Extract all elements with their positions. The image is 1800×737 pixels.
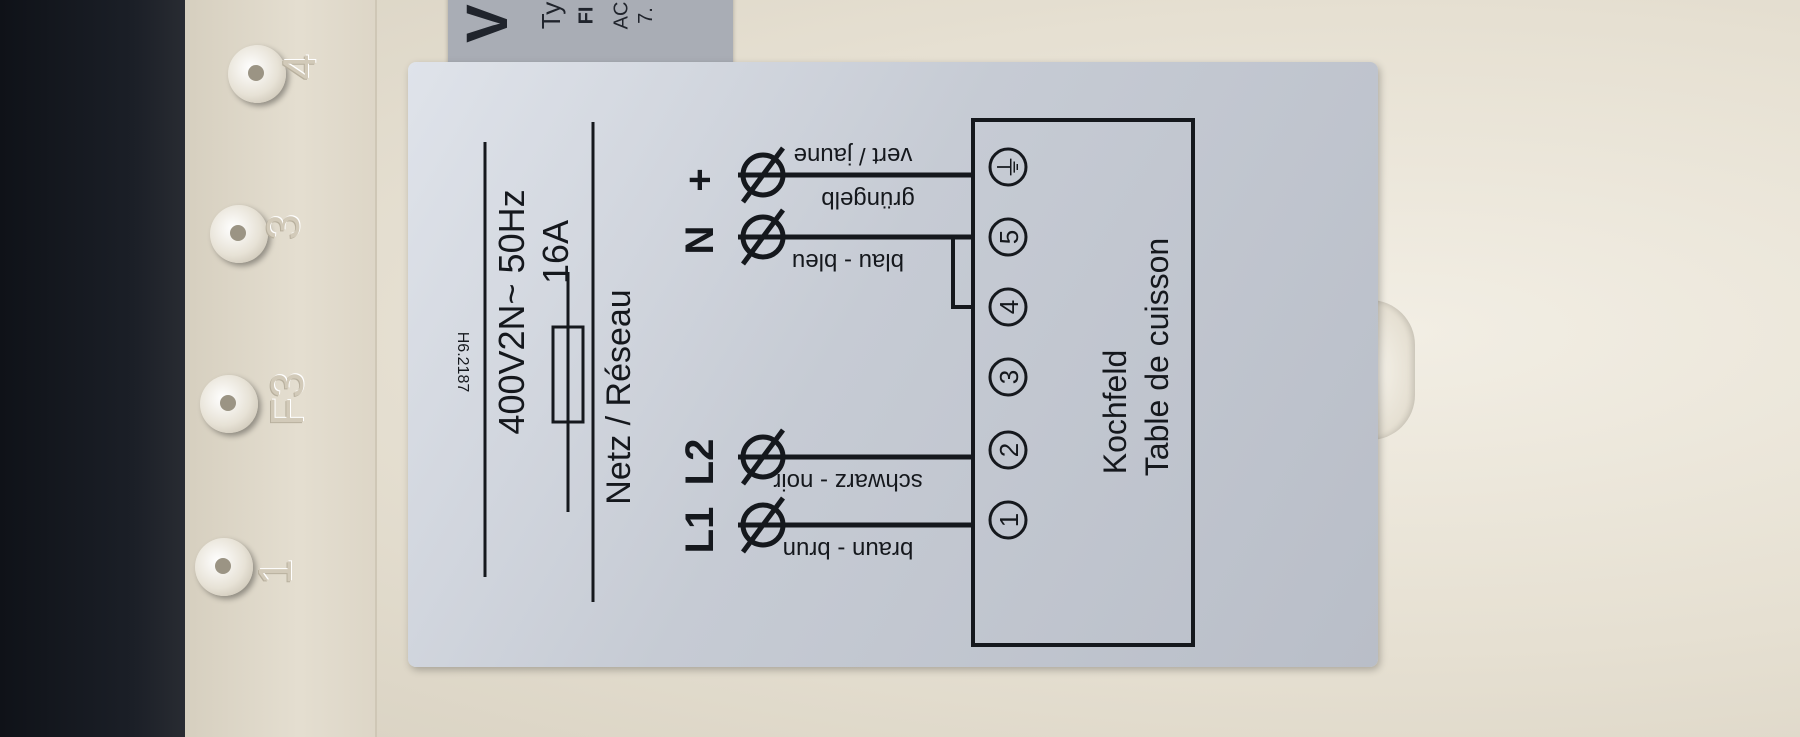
rail-number-2: F3 bbox=[260, 372, 313, 426]
rail-number-3: 3 bbox=[256, 214, 309, 240]
wire-pe-label-de: grüngelb bbox=[821, 186, 914, 213]
block-terminal-5 bbox=[988, 217, 1028, 257]
wire-l1-label: braun - brun bbox=[783, 536, 914, 563]
screw-pe bbox=[740, 152, 786, 198]
terminal-block bbox=[971, 118, 1195, 647]
screw-terminals bbox=[740, 146, 786, 554]
wire-n-label: blau - bleu bbox=[792, 248, 904, 275]
rail-nub-1 bbox=[195, 538, 253, 596]
block-number-1: 1 bbox=[994, 513, 1024, 527]
rail-nub-2 bbox=[200, 375, 258, 433]
dark-panel-edge bbox=[0, 0, 190, 737]
block-terminal-2 bbox=[988, 430, 1028, 470]
fuse-rating: 16A bbox=[535, 220, 576, 284]
block-number-5: 5 bbox=[994, 230, 1024, 244]
jumper-4-5 bbox=[951, 235, 973, 309]
rail-nub-4 bbox=[228, 45, 286, 103]
supply-rating: 400V2N~ 50Hz bbox=[491, 189, 532, 434]
rating-plate-letter: V bbox=[454, 4, 520, 43]
rail-number-4: 4 bbox=[272, 54, 325, 80]
block-number-pe: ⏚ bbox=[994, 154, 1024, 180]
terminal-pe-mark: + bbox=[678, 168, 722, 191]
rail-number-1: 1 bbox=[248, 559, 301, 585]
device-name-fr: Table de cuisson bbox=[1139, 238, 1175, 476]
terminal-l1-mark: L1 bbox=[678, 507, 722, 554]
terminal-rail bbox=[185, 0, 377, 737]
wiring-diagram: H6.2187 400V2N~ 50Hz 16A Netz / Réseau +… bbox=[454, 118, 1195, 647]
label-code: H6.2187 bbox=[454, 332, 471, 393]
block-number-2: 2 bbox=[994, 443, 1024, 457]
rating-plate-fi: FI bbox=[575, 6, 598, 25]
rating-plate-type: Ty bbox=[536, 1, 567, 30]
rating-plate-ac: AC bbox=[610, 1, 633, 30]
block-terminal-pe bbox=[988, 147, 1028, 187]
wire-pe-label-fr: vert / jaune bbox=[794, 142, 913, 169]
device-name-de: Kochfeld bbox=[1097, 350, 1133, 475]
block-number-4: 4 bbox=[994, 300, 1024, 314]
rating-plate-7: 7. bbox=[634, 7, 657, 24]
block-terminal-4 bbox=[988, 287, 1028, 327]
rail-nub-3 bbox=[210, 205, 268, 263]
block-terminals bbox=[988, 147, 1028, 540]
wire-l2-label: schwarz - noir bbox=[773, 468, 922, 495]
terminal-n-mark: N bbox=[678, 226, 722, 255]
screw-n bbox=[740, 214, 786, 260]
block-terminal-1 bbox=[988, 500, 1028, 540]
screw-l1 bbox=[740, 502, 786, 548]
network-label: Netz / Réseau bbox=[600, 289, 638, 504]
fuse-symbol bbox=[551, 272, 585, 512]
wires bbox=[738, 172, 973, 528]
screw-l2 bbox=[740, 434, 786, 480]
wiring-label bbox=[408, 62, 1378, 667]
block-terminal-3 bbox=[988, 357, 1028, 397]
block-number-3: 3 bbox=[994, 370, 1024, 384]
terminal-l2-mark: L2 bbox=[678, 439, 722, 486]
